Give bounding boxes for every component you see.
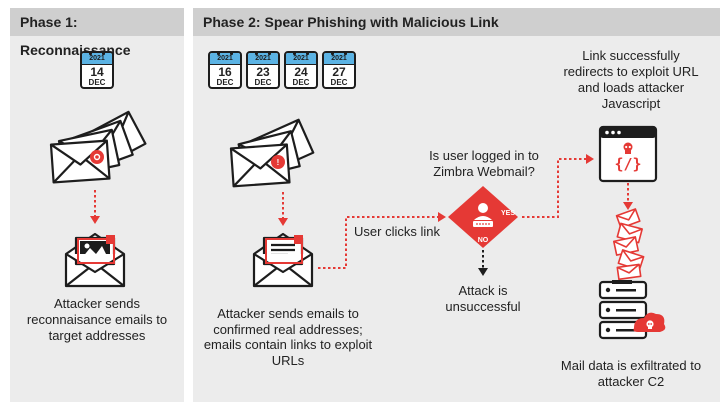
envelope-stack-icon: ! (229, 118, 315, 188)
calendar-year: 2021 (286, 53, 316, 65)
calendar-day: 16 (218, 65, 232, 79)
code-glyph: {/} (614, 155, 642, 173)
calendar-icon: 2021 27 DEC (322, 51, 356, 89)
calendar-icon: 2021 14 DEC (80, 51, 114, 89)
calendar-icon: 2021 24 DEC (284, 51, 318, 89)
yes-label: YES (500, 210, 515, 217)
calendar-year: 2021 (324, 53, 354, 65)
calendar-month: DEC (254, 78, 272, 87)
calendar-month: DEC (88, 78, 106, 87)
calendar-month: DEC (216, 78, 234, 87)
calendar-day: 14 (90, 65, 104, 79)
phase1-title: Phase 1: Reconnaissance (10, 8, 184, 58)
calendar-month: DEC (292, 78, 310, 87)
server-c2-icon (598, 280, 666, 340)
calendar-year: 2021 (82, 53, 112, 65)
calendar-year: 2021 (248, 53, 278, 65)
arrow-down-icon (90, 190, 100, 224)
decision-question: Is user logged in to Zimbra Webmail? (429, 148, 539, 179)
envelope-stack-icon (49, 110, 147, 184)
open-envelope-image-icon (64, 232, 126, 288)
calendar-year: 2021 (210, 53, 240, 65)
no-label: NO (477, 237, 489, 244)
calendar-icon: 2021 16 DEC (208, 51, 242, 89)
phase2-emails-caption: Attacker sends emails to confirmed real … (203, 306, 373, 368)
user-clicks-label: User clicks link (354, 224, 440, 239)
calendar-day: 23 (256, 65, 270, 79)
svg-text:!: ! (277, 158, 280, 167)
exfil-label: Mail data is exfiltrated to attacker C2 (560, 358, 702, 389)
phase2-title: Phase 2: Spear Phishing with Malicious L… (193, 8, 720, 36)
decision-diamond-icon (448, 186, 518, 248)
open-envelope-document-icon (252, 232, 314, 288)
redirect-label: Link successfully redirects to exploit U… (563, 48, 699, 111)
unsuccessful-label: Attack is unsuccessful (445, 283, 521, 314)
phase1-caption: Attacker sends reconnaisance emails to t… (26, 296, 168, 343)
calendar-day: 24 (294, 65, 308, 79)
calendar-day: 27 (332, 65, 346, 79)
arrow-down-icon (278, 192, 288, 226)
calendar-month: DEC (330, 78, 348, 87)
calendar-icon: 2021 23 DEC (246, 51, 280, 89)
browser-window-icon (598, 125, 658, 183)
exfiltrated-envelopes-icon (612, 208, 645, 280)
